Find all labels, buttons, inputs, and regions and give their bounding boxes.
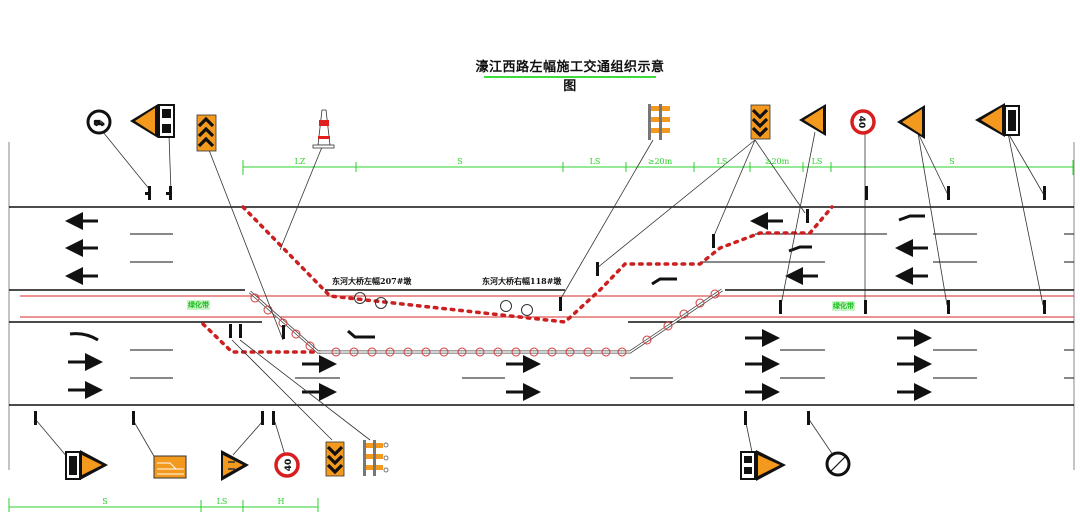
roadwork-triangle-icon xyxy=(799,104,826,136)
traffic-cone-icon xyxy=(312,109,335,149)
barricade-icon xyxy=(363,440,389,476)
dimension-label: LS xyxy=(811,157,823,166)
median-red-lines xyxy=(20,295,1074,318)
chevron-guide-icon xyxy=(750,104,771,140)
dimension-lines-top xyxy=(242,160,1074,175)
roadwork-triangle-icon xyxy=(897,105,925,139)
pier-label-left: 东河大桥左幅207#墩 xyxy=(332,276,412,286)
svg-text:40: 40 xyxy=(284,459,294,472)
lane-dashes-lower xyxy=(130,349,1074,379)
dimension-label: LS xyxy=(716,157,728,166)
lane-shift-triangle-icon xyxy=(221,450,249,481)
roadwork-ahead-icon xyxy=(975,103,1020,137)
chevron-guide-icon xyxy=(196,114,217,152)
road-edges xyxy=(9,206,1074,406)
lane-change-arrows xyxy=(69,214,925,342)
dimension-lines-bottom xyxy=(8,498,319,512)
lane-closure-icon xyxy=(153,455,187,479)
roadwork-ahead-icon xyxy=(740,450,786,481)
green-belt-label-right: 绿化带 xyxy=(832,301,855,311)
sign-posts xyxy=(34,186,1046,425)
bridge-pier-circles xyxy=(354,292,533,316)
roadwork-ahead-icon xyxy=(130,104,175,138)
dimension-label: ≥20m xyxy=(647,157,673,166)
roadwork-ahead-icon xyxy=(65,450,108,480)
dimension-label: S xyxy=(457,157,463,166)
title-underline xyxy=(484,76,656,78)
dimension-label: LZ xyxy=(294,157,306,166)
green-belt-label-left: 绿化带 xyxy=(187,300,210,310)
dimension-label: LS xyxy=(589,157,601,166)
dimension-label: ≥20m xyxy=(764,157,790,166)
chevron-guide-icon xyxy=(325,441,345,477)
no-overtaking-icon: ⛟ xyxy=(86,109,112,135)
barricade-icon xyxy=(648,104,670,140)
traffic-arrows-eastbound xyxy=(68,329,932,401)
dimension-label: S xyxy=(949,157,955,166)
dimension-label: H xyxy=(277,497,285,506)
speed-limit-40-icon: 40 xyxy=(274,452,300,478)
dimension-label: S xyxy=(102,497,108,506)
svg-text:40: 40 xyxy=(856,116,866,129)
diagram-title: 濠江西路左幅施工交通组织示意图 xyxy=(475,60,665,94)
speed-limit-40-icon: 40 xyxy=(850,109,876,135)
traffic-arrows-westbound xyxy=(65,212,928,285)
end-no-overtaking-icon xyxy=(825,451,851,477)
sign-leader-lines xyxy=(35,131,1045,459)
cone-taper-dots xyxy=(201,205,834,354)
barrier-chain xyxy=(249,288,723,357)
pier-label-right: 东河大桥右幅118#墩 xyxy=(482,276,562,286)
dimension-label: LS xyxy=(216,497,228,506)
svg-text:⛟: ⛟ xyxy=(93,119,105,129)
